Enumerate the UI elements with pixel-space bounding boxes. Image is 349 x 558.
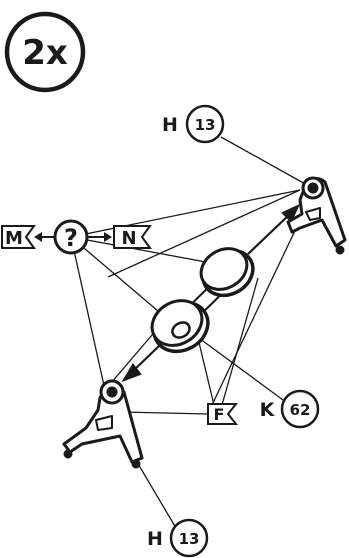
callout-h-top-letter: H [162,114,178,136]
callout-h-top: H 13 [162,104,225,144]
callout-h-bottom-number: 13 [179,530,200,548]
mount-arrows [121,203,301,383]
flag-n-label: N [121,228,136,249]
callout-h-top-number: 13 [195,116,216,134]
flag-m-label: M [5,228,23,249]
front-wheel [150,299,210,354]
flag-f: F [207,403,239,425]
callout-h-bottom: H 13 [147,518,209,558]
rear-wheel [199,247,255,298]
lower-support [62,379,144,469]
quantity-badge: 2x [4,11,86,93]
callout-k-number: 62 [290,401,311,419]
callout-h-bottom-letter: H [147,528,163,550]
callout-k: K 62 [260,389,320,429]
flag-n: N [113,225,152,249]
callout-k-letter: K [260,399,276,421]
upper-support [286,176,347,255]
axle-wheelset [150,247,255,354]
hub-symbol: ? [64,224,78,252]
quantity-text: 2x [22,33,68,73]
hub-group: ? [34,219,112,255]
flag-f-label: F [214,405,225,424]
flag-m: M [1,225,36,249]
